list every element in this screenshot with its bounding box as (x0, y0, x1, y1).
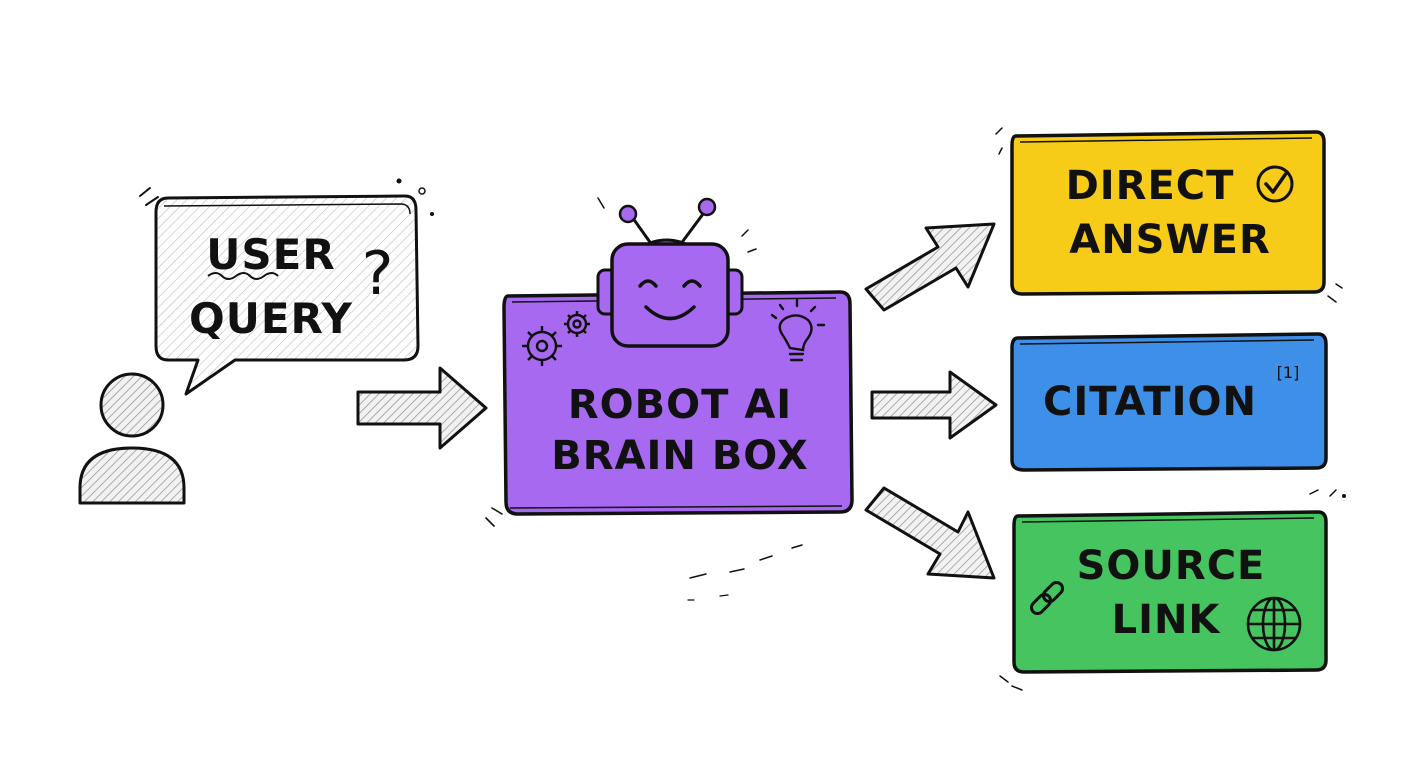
robot-head-icon (596, 197, 757, 348)
direct-answer-box (995, 127, 1343, 303)
arrow-to-brain-icon (356, 366, 488, 450)
direct-answer-label-line1: DIRECT (1065, 163, 1235, 209)
brain-box-label-line1: ROBOT AI (567, 382, 793, 428)
source-link-box (999, 489, 1346, 691)
gears-icon (522, 311, 590, 366)
source-link-label-line2: LINK (1111, 597, 1221, 643)
lightbulb-icon (770, 298, 826, 362)
question-mark: ? (361, 239, 395, 309)
check-circle-icon (1256, 165, 1294, 203)
user-query-label-line1: USER (206, 230, 336, 279)
globe-icon (1246, 596, 1302, 652)
user-avatar-icon (78, 372, 186, 505)
brain-box-label-line2: BRAIN BOX (551, 433, 809, 479)
citation-label: CITATION (1043, 379, 1257, 425)
user-query-label-line2: QUERY (189, 294, 353, 343)
arrow-to-source-link-icon (864, 486, 996, 580)
arrow-to-direct-answer-icon (864, 222, 996, 312)
source-link-label-line1: SOURCE (1076, 543, 1266, 589)
chain-link-icon (1029, 580, 1065, 616)
speech-bubble (139, 178, 434, 396)
citation-box (1010, 332, 1328, 472)
brain-box (485, 290, 854, 601)
direct-answer-label-line2: ANSWER (1069, 217, 1271, 263)
arrow-to-citation-icon (870, 370, 998, 440)
citation-superscript: [1] (1276, 363, 1300, 382)
